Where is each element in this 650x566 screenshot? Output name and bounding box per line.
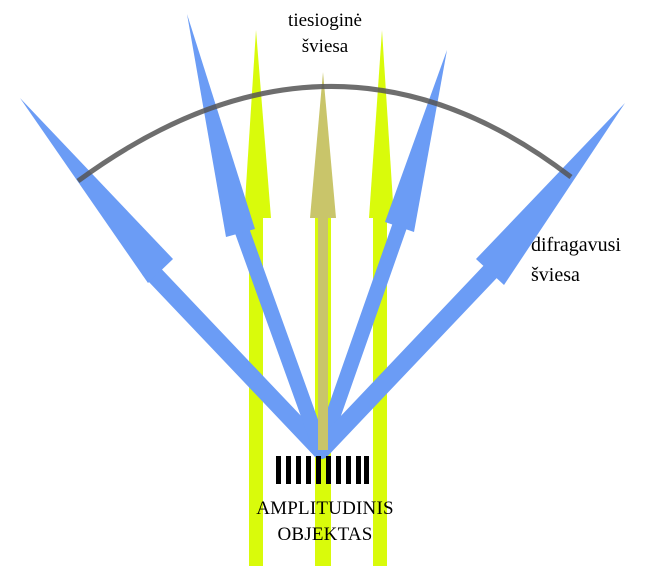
object-label: AMPLITUDINIS OBJEKTAS <box>215 496 435 548</box>
object-label-line-2: OBJEKTAS <box>277 524 373 545</box>
diffracted-light-label-line-2: šviesa <box>531 264 580 286</box>
observation-arc <box>76 84 573 184</box>
diffracted-arrowhead-right <box>385 50 447 232</box>
diffracted-arrowhead-left <box>187 14 255 237</box>
direct-light-label: tiesioginė šviesa <box>250 8 400 60</box>
diffracted-shaft-far-right <box>312 263 499 459</box>
central-beam-arrowhead <box>310 72 336 218</box>
diffracted-arrowhead-far-right <box>476 103 625 285</box>
diffracted-light-label-line-1: difragavusi <box>531 234 621 256</box>
direct-light-label-line-2: šviesa <box>301 36 349 57</box>
diffracted-shaft-left <box>232 217 329 458</box>
grating-icon <box>276 456 369 484</box>
diffracted-shaft-far-left <box>141 261 330 459</box>
diffracted-arrowhead-far-left <box>20 98 173 283</box>
diffracted-light-label: difragavusi šviesa <box>531 230 621 290</box>
object-label-line-1: AMPLITUDINIS <box>256 498 394 519</box>
direct-beam-right-arrowhead <box>369 30 394 218</box>
diffracted-shaft-right <box>313 217 408 458</box>
direct-beam-left-arrowhead <box>244 30 271 218</box>
diffracted-beams-shafts <box>141 217 499 459</box>
direct-light-label-line-1: tiesioginė <box>288 10 362 31</box>
central-beam-shaft <box>318 210 328 450</box>
